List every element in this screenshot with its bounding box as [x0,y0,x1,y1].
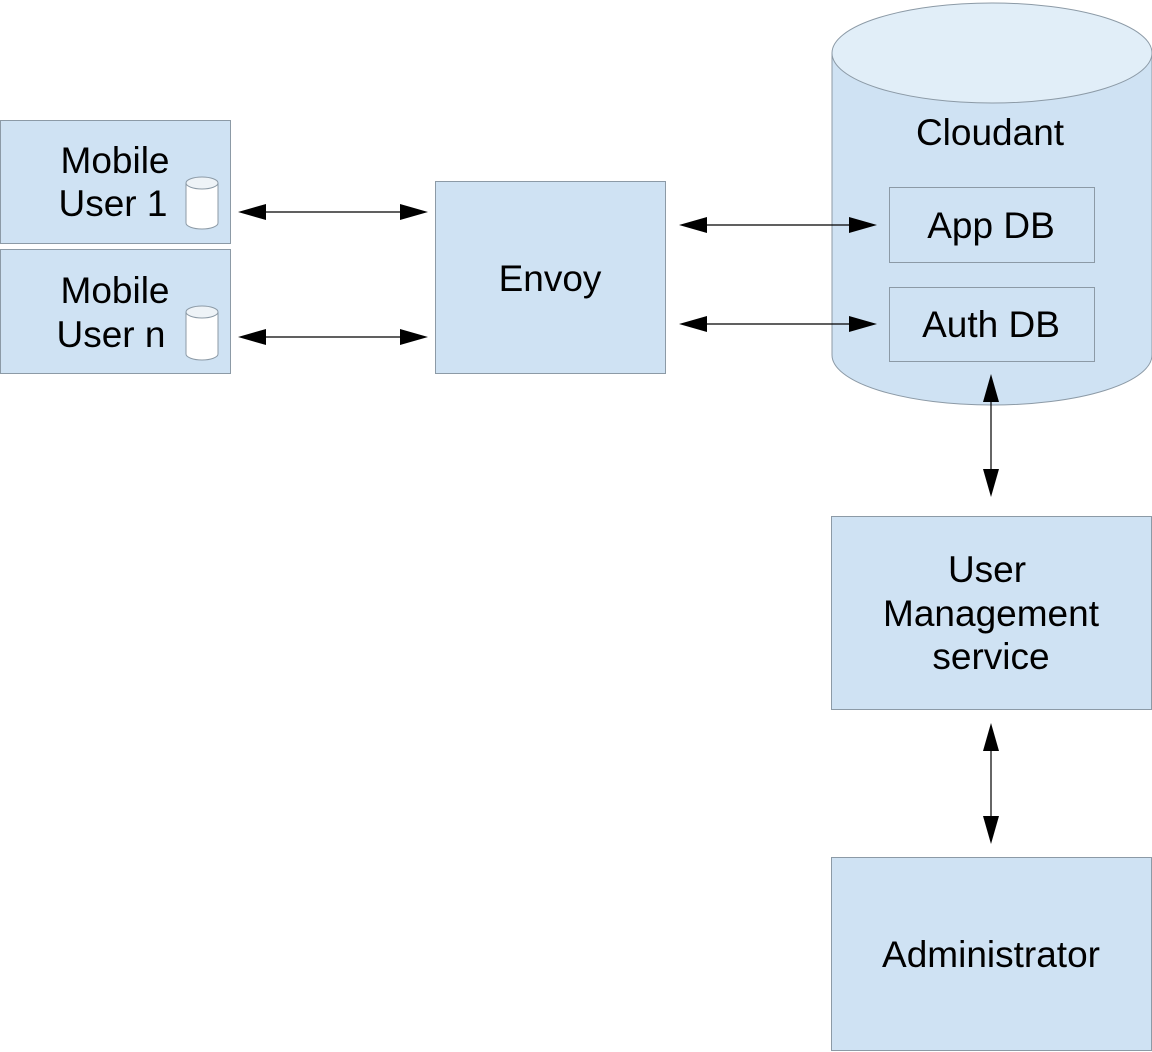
app-db-label: App DB [927,205,1055,246]
auth-db-box [889,287,1095,362]
mobile-user-n-label-line1: Mobile [61,270,170,311]
administrator-node: Administrator [831,857,1152,1051]
connector-user-management-administrator [983,723,999,844]
user-management-box [831,516,1152,710]
administrator-label: Administrator [882,934,1100,975]
mobile-user-n-label-line2: User n [57,314,166,355]
cloudant-node: Cloudant App DB Auth DB [831,2,1152,406]
mobile-user-1-node: Mobile User 1 [0,120,231,244]
administrator-box [831,857,1152,1051]
cloudant-label: Cloudant [916,112,1065,153]
mobile-user-n-node: Mobile User n [0,249,231,374]
connector-cloudant-user-management [983,374,999,497]
envoy-box [435,181,666,374]
user-management-node: User Management service [831,516,1152,710]
envoy-node: Envoy [435,181,666,374]
connector-envoy-app-db [679,217,877,233]
local-database-icon [185,176,219,230]
user-management-label-line1: User [948,549,1026,590]
connector-mobile-user-n-envoy [238,329,428,345]
auth-db-label: Auth DB [922,304,1060,345]
envoy-label: Envoy [499,258,602,299]
mobile-user-1-label-line1: Mobile [61,140,170,181]
app-db-box [889,187,1095,263]
connector-mobile-user-1-envoy [238,204,428,220]
connector-envoy-auth-db [679,316,877,332]
local-database-icon [185,305,219,361]
user-management-label-line2: Management [883,593,1100,634]
mobile-user-1-label-line2: User 1 [59,183,168,224]
cloudant-cylinder-top [831,2,1152,104]
user-management-label-line3: service [932,636,1049,677]
